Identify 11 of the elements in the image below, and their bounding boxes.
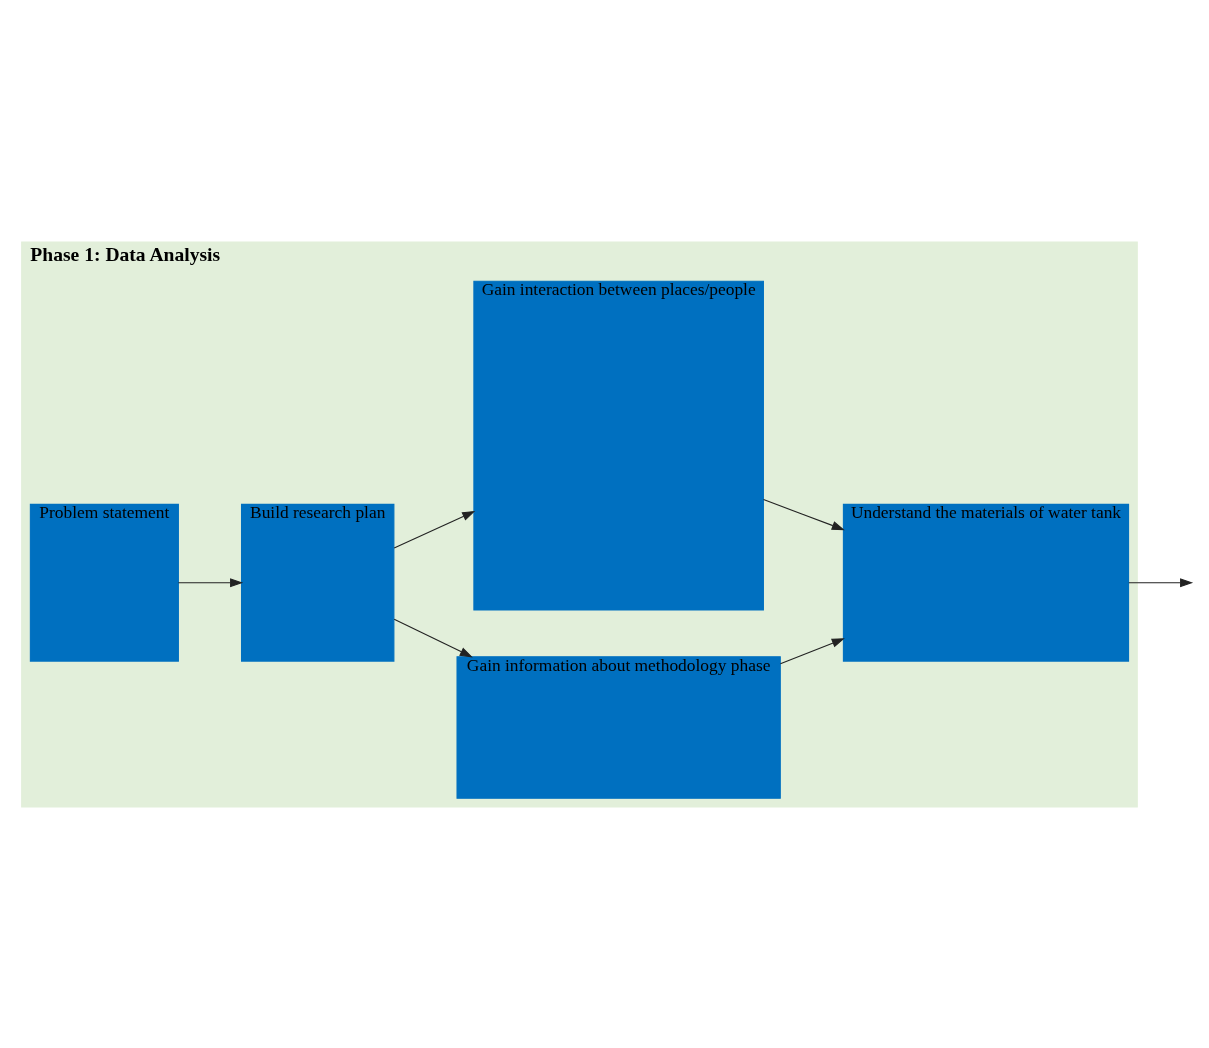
arrow	[763, 498, 845, 530]
node-box: Gain information about methodology phase	[456, 655, 781, 799]
node-box: Understand the materials of water tank	[842, 503, 1130, 662]
node-box: Gain interaction between places/people	[473, 280, 764, 610]
node-box: Problem statement	[29, 503, 179, 662]
arrow	[779, 637, 845, 664]
node-box: Build research plan	[240, 503, 395, 662]
arrow	[1128, 577, 1194, 587]
arrow	[393, 510, 476, 549]
arrow	[393, 618, 473, 657]
arrow	[177, 577, 244, 587]
